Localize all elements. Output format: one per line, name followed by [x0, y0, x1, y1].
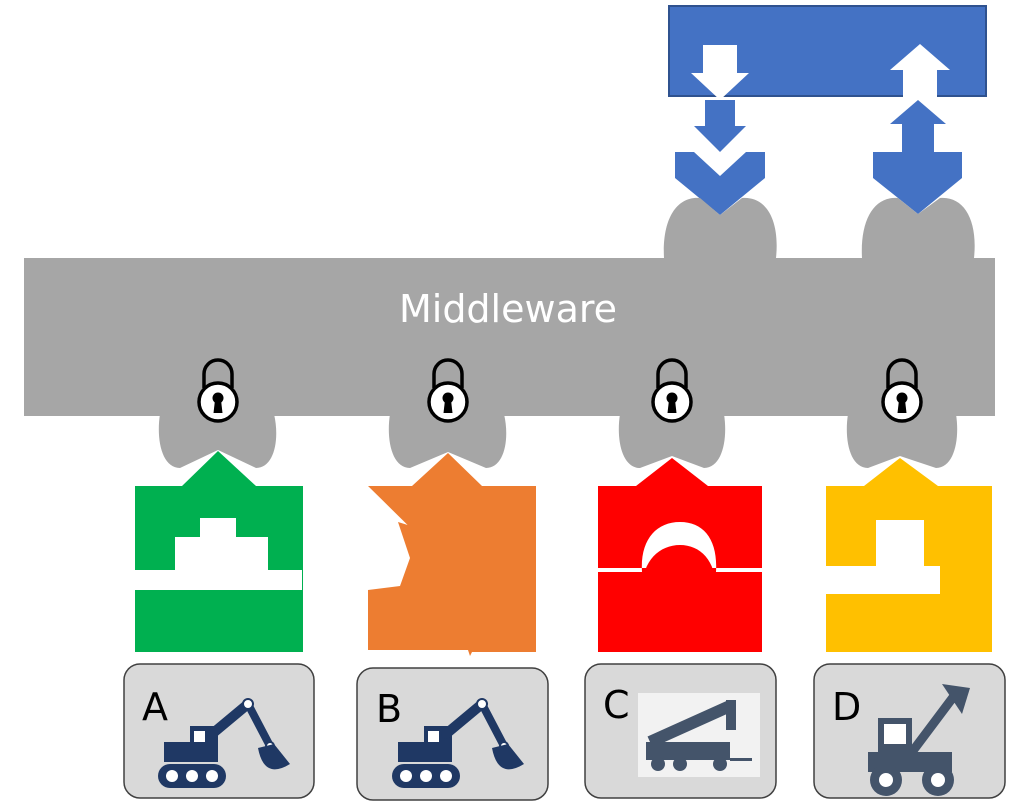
machine-card-a: A [123, 663, 315, 799]
adapter-c-bump [642, 545, 716, 590]
middleware-socket-top-1 [663, 197, 777, 258]
mobile-crane-icon [638, 693, 760, 777]
machine-letter: D [832, 685, 861, 729]
middleware: Middleware [24, 197, 995, 468]
bidirectional-arrow-connector [873, 100, 962, 214]
middleware-socket-bottom-c [618, 414, 726, 468]
machine-letter: A [142, 685, 168, 729]
machine-letter: C [603, 683, 630, 727]
adapter-b [368, 453, 536, 656]
middleware-socket-bottom-b [388, 414, 507, 468]
machine-card-d: D [813, 663, 1006, 798]
middleware-socket-bottom-a [158, 414, 277, 468]
machine-card-c: C [584, 663, 777, 799]
middleware-socket-top-2 [861, 197, 975, 258]
middleware-label: Middleware [399, 287, 617, 331]
middleware-socket-bottom-d [846, 414, 958, 468]
downward-arrow-connector [675, 100, 765, 215]
machine-card-b: B [356, 667, 549, 801]
machine-letter: B [376, 687, 402, 731]
adapter-d [826, 458, 992, 652]
up-arrow-icon [890, 44, 950, 100]
adapter-a [135, 451, 303, 652]
external-system [668, 5, 987, 215]
down-arrow-icon [691, 45, 749, 100]
middleware-bar [24, 258, 995, 416]
